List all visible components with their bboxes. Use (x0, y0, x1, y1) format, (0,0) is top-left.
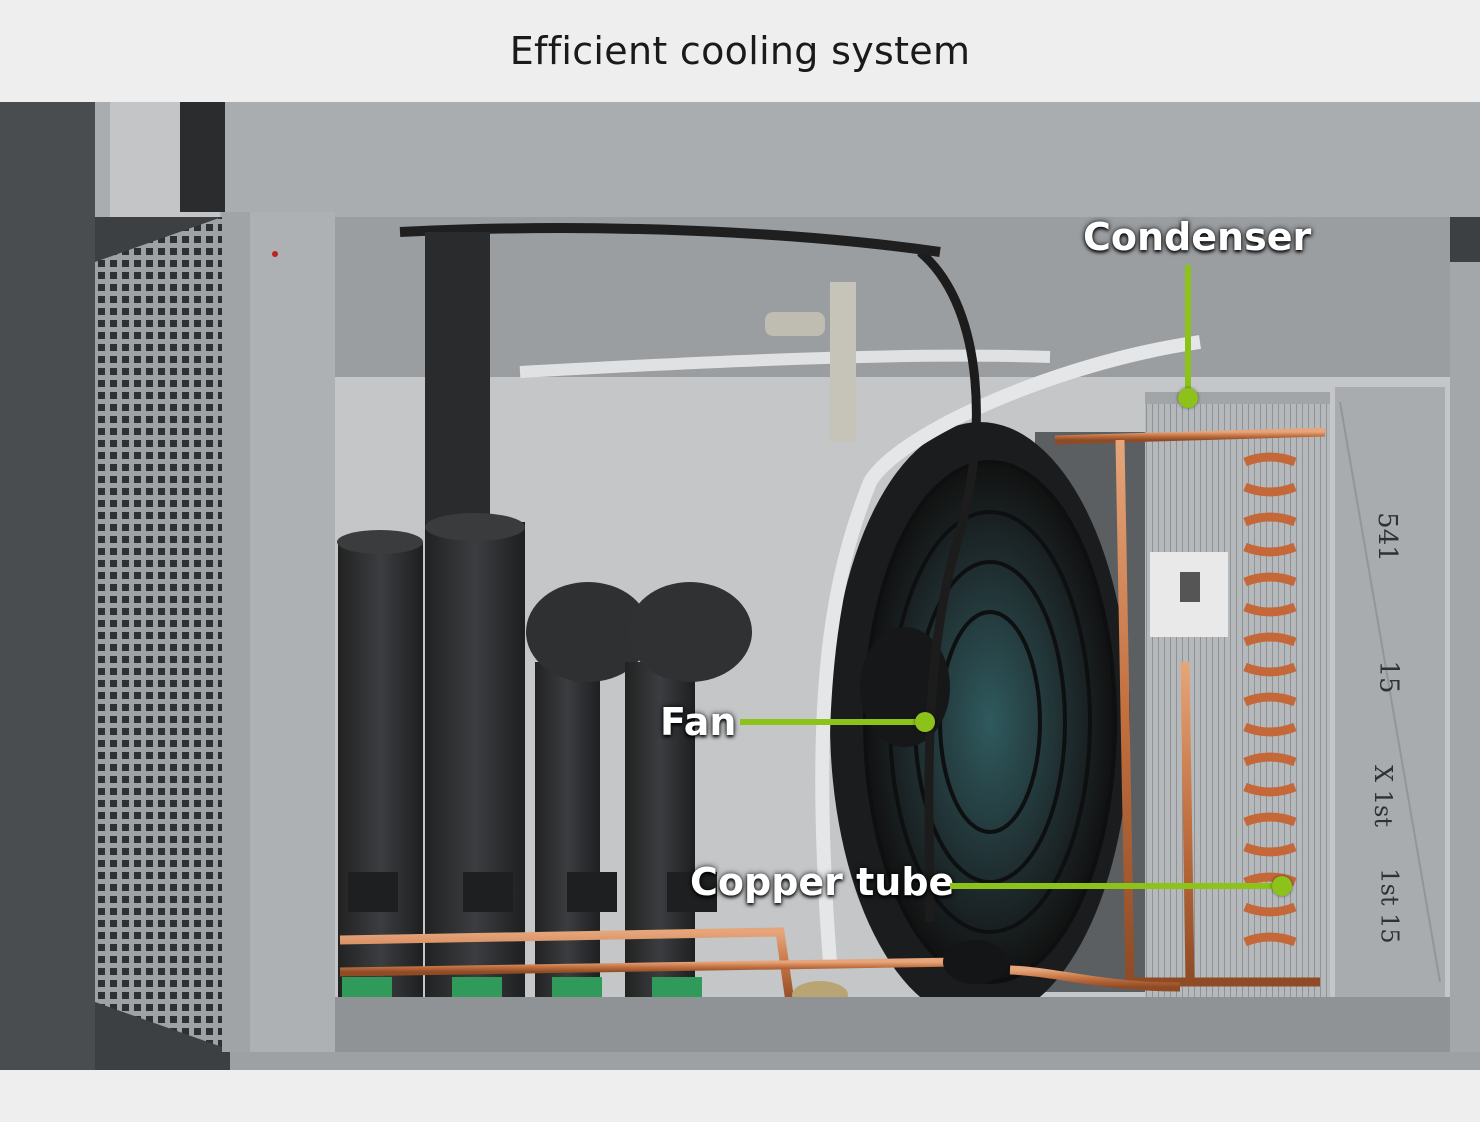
fan-leader-line (740, 719, 925, 725)
condenser-marker-dot (1178, 388, 1198, 408)
copper-tube-marker-dot (1272, 876, 1292, 896)
copper-tube-label: Copper tube (690, 860, 955, 904)
handwriting-15: 15 (1373, 660, 1404, 694)
equipment-photo: 541 15 X 1st 1st 15 (0, 102, 1480, 1070)
condenser-leader-line (1185, 265, 1191, 395)
fan-marker-dot (915, 712, 935, 732)
bottom-margin (0, 1070, 1480, 1122)
page-title: Efficient cooling system (509, 29, 971, 73)
handwriting-1st-15: 1st 15 (1375, 868, 1404, 944)
condenser-label: Condenser (1083, 215, 1312, 259)
fan-label: Fan (660, 700, 737, 744)
handwriting-541: 541 (1371, 512, 1402, 562)
copper-tube-leader-line (950, 883, 1280, 889)
handwriting-x-1st: X 1st (1368, 765, 1397, 827)
